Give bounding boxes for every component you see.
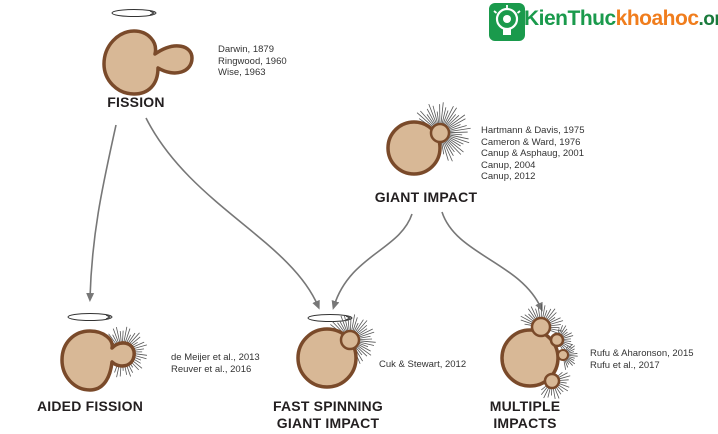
logo-word-kienthuc: KienThuc: [524, 7, 616, 30]
logo-text: KienThuckhoahoc.org: [524, 7, 718, 31]
title-line: GIANT IMPACT: [276, 415, 380, 431]
reference-item: Darwin, 1879: [218, 44, 274, 55]
fast-spinning-title: FAST SPINNING GIANT IMPACT: [266, 398, 390, 432]
giant-impact-title: GIANT IMPACT: [374, 189, 478, 205]
arrow-giant-impact-to-multiple-impacts: [441, 211, 543, 312]
aided-fission-references: de Meijer et al., 2013 Reuver et al., 20…: [171, 352, 260, 375]
reference-item: Rufu et al., 2017: [590, 359, 660, 371]
reference-item: Ringwood, 1960: [218, 55, 287, 67]
multiple-impacts-title: MULTIPLE IMPACTS: [489, 398, 561, 431]
fission-title: FISSION: [107, 94, 165, 110]
reference-item: Canup, 2004: [481, 159, 536, 171]
multiple-impacts-planet: [500, 304, 578, 399]
reference-item: de Meijer et al., 2013: [171, 352, 260, 363]
aided-fission-title: AIDED FISSION: [36, 398, 144, 414]
arrow-fission-to-aided-fission: [86, 124, 117, 302]
reference-item: Cuk & Stewart, 2012: [379, 359, 467, 370]
rotation-arrow-icon: [67, 313, 113, 321]
rotation-arrow-icon: [307, 314, 353, 322]
aided-fission-planet: [60, 313, 148, 392]
fast-spinning-planet: [296, 314, 376, 389]
multiple-impacts-references: Rufu & Aharonson, 2015 Rufu et al., 2017: [590, 348, 694, 371]
reference-item: Hartmann & Davis, 1975: [481, 125, 585, 136]
giant-impact-planet: [386, 102, 471, 176]
site-logo: KienThuckhoahoc.org: [486, 2, 718, 44]
reference-item: Wise, 1963: [218, 67, 266, 78]
reference-item: Reuver et al., 2016: [171, 363, 252, 375]
reference-item: Cameron & Ward, 1976: [481, 136, 581, 148]
fission-references: Darwin, 1879 Ringwood, 1960 Wise, 1963: [218, 44, 287, 79]
fast-spinning-references: Cuk & Stewart, 2012: [379, 359, 466, 371]
arrow-giant-impact-to-fast-spinning: [331, 213, 413, 310]
reference-item: Rufu & Aharonson, 2015: [590, 348, 694, 359]
giant-impact-references: Hartmann & Davis, 1975 Cameron & Ward, 1…: [481, 125, 585, 183]
reference-item: Canup & Asphaug, 2001: [481, 148, 585, 159]
arrow-fission-to-fast-spinning: [145, 117, 320, 310]
fission-planet: [102, 9, 194, 96]
reference-item: Canup, 2012: [481, 171, 536, 182]
title-line: FAST SPINNING: [273, 398, 383, 414]
logo-word-khoahoc: khoahoc: [615, 7, 699, 30]
logo-tld: .org: [698, 9, 718, 30]
impact-rays: [520, 304, 578, 399]
lightbulb-icon: [489, 3, 525, 41]
rotation-arrow-icon: [111, 9, 157, 17]
